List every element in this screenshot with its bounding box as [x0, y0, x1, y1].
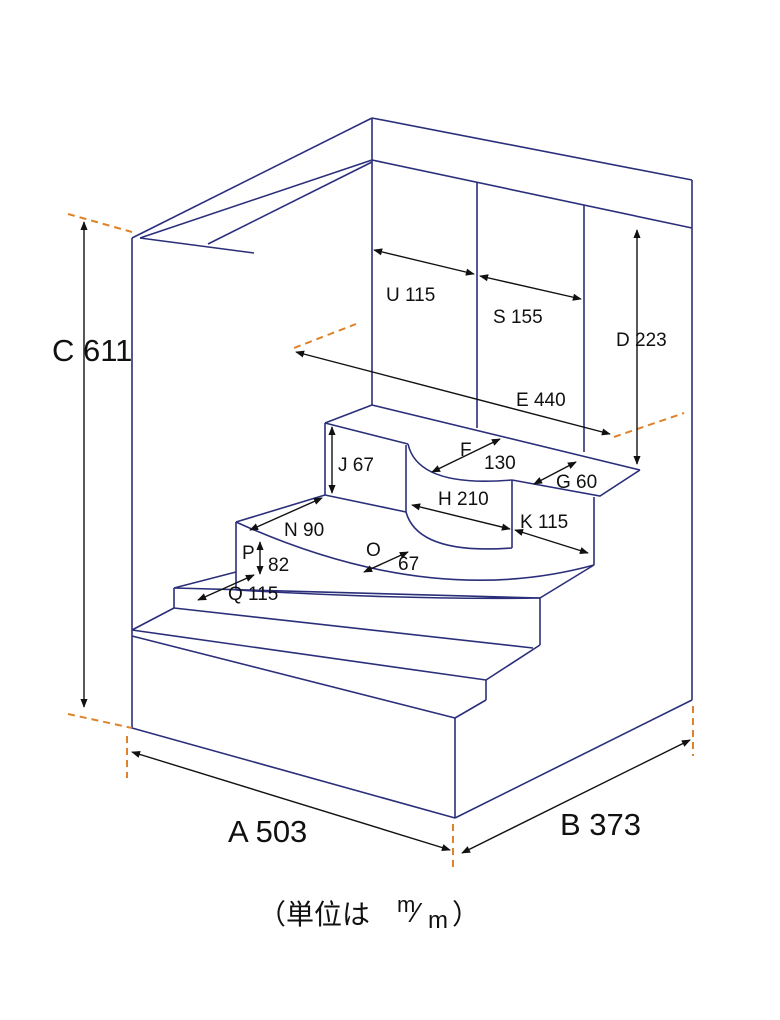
top-inner-lip: [139, 237, 255, 254]
upper-step-left-top: [324, 404, 373, 424]
label-g: G 60: [556, 472, 597, 493]
dim-u-arrow: [373, 248, 475, 276]
label-h: H 210: [438, 489, 489, 510]
upper-step-front-left: [324, 422, 409, 445]
upper-step-curve-top: [407, 443, 513, 483]
label-o-letter: O: [366, 540, 381, 561]
bottom-step-tread: [131, 607, 175, 631]
dim-b-arrow: [461, 739, 691, 854]
label-s: S 155: [493, 307, 543, 328]
base-front-bottom: [131, 727, 456, 819]
units-note-denominator: m: [428, 907, 448, 934]
dim-k-arrow: [514, 529, 589, 554]
dim-g-arrow: [533, 461, 577, 485]
middle-step-front-riser-bottom: [235, 589, 541, 600]
label-f-letter: F: [460, 440, 472, 461]
dimension-labels: C 611 A 503 B 373 D 223 E 440 U 115 S 15…: [52, 285, 667, 849]
middle-step-back-mid: [324, 494, 407, 513]
dimension-arrows: [80, 221, 691, 854]
label-b: B 373: [560, 807, 641, 842]
label-d: D 223: [616, 330, 667, 351]
label-k: K 115: [520, 512, 568, 533]
label-p-letter: P: [242, 543, 255, 564]
dim-q-arrow: [197, 574, 255, 601]
dim-s-arrow: [479, 274, 582, 301]
ext-c-bottom: [67, 713, 133, 729]
dim-e-arrow: [295, 350, 611, 436]
extension-lines: [67, 213, 694, 870]
middle-step-front-edge: [235, 521, 595, 582]
back-top-band: [371, 159, 693, 229]
top-inner-edge-short: [207, 161, 373, 245]
label-a: A 503: [228, 814, 307, 849]
units-note: （単位は m ⁄ m ）: [258, 892, 480, 934]
label-u: U 115: [386, 285, 435, 306]
lower-step-back-edge: [173, 571, 237, 589]
middle-step-right-front: [539, 564, 595, 599]
label-q: Q 115: [228, 584, 278, 605]
dim-o-arrow: [363, 551, 409, 573]
label-n: N 90: [284, 520, 324, 541]
top-back-edge: [371, 117, 693, 181]
label-e: E 440: [516, 390, 566, 411]
label-f-value: 130: [484, 453, 516, 474]
dim-n-arrow: [249, 497, 323, 531]
dim-f-arrow: [431, 438, 501, 473]
label-o-value: 67: [398, 554, 419, 575]
units-note-prefix: （単位は: [258, 899, 370, 930]
base-top-right: [454, 699, 487, 719]
middle-step: [235, 494, 595, 600]
cabinet-outline: [131, 117, 693, 728]
dim-h-arrow: [411, 503, 511, 531]
lower-step-front: [173, 607, 534, 649]
dim-a-arrow: [131, 750, 451, 852]
label-c: C 611: [52, 333, 132, 368]
upper-step-front-right: [511, 469, 641, 497]
ext-e-left: [293, 323, 357, 349]
label-j: J 67: [338, 455, 374, 476]
units-note-suffix: ）: [452, 899, 480, 930]
bottom-step-front-top: [131, 629, 487, 681]
base-top-edge: [131, 635, 456, 719]
ext-c-top: [67, 213, 133, 233]
notch-bottom-curve: [405, 511, 513, 550]
label-p-value: 82: [268, 555, 289, 576]
bottom-step-right: [485, 644, 541, 681]
top-inner-edge-left: [139, 159, 373, 239]
units-note-numerator: m: [397, 892, 415, 917]
middle-step-back-left: [235, 494, 326, 523]
base-right-bottom: [454, 699, 693, 819]
ext-e-right: [613, 412, 685, 438]
top-left-edge: [131, 117, 373, 239]
